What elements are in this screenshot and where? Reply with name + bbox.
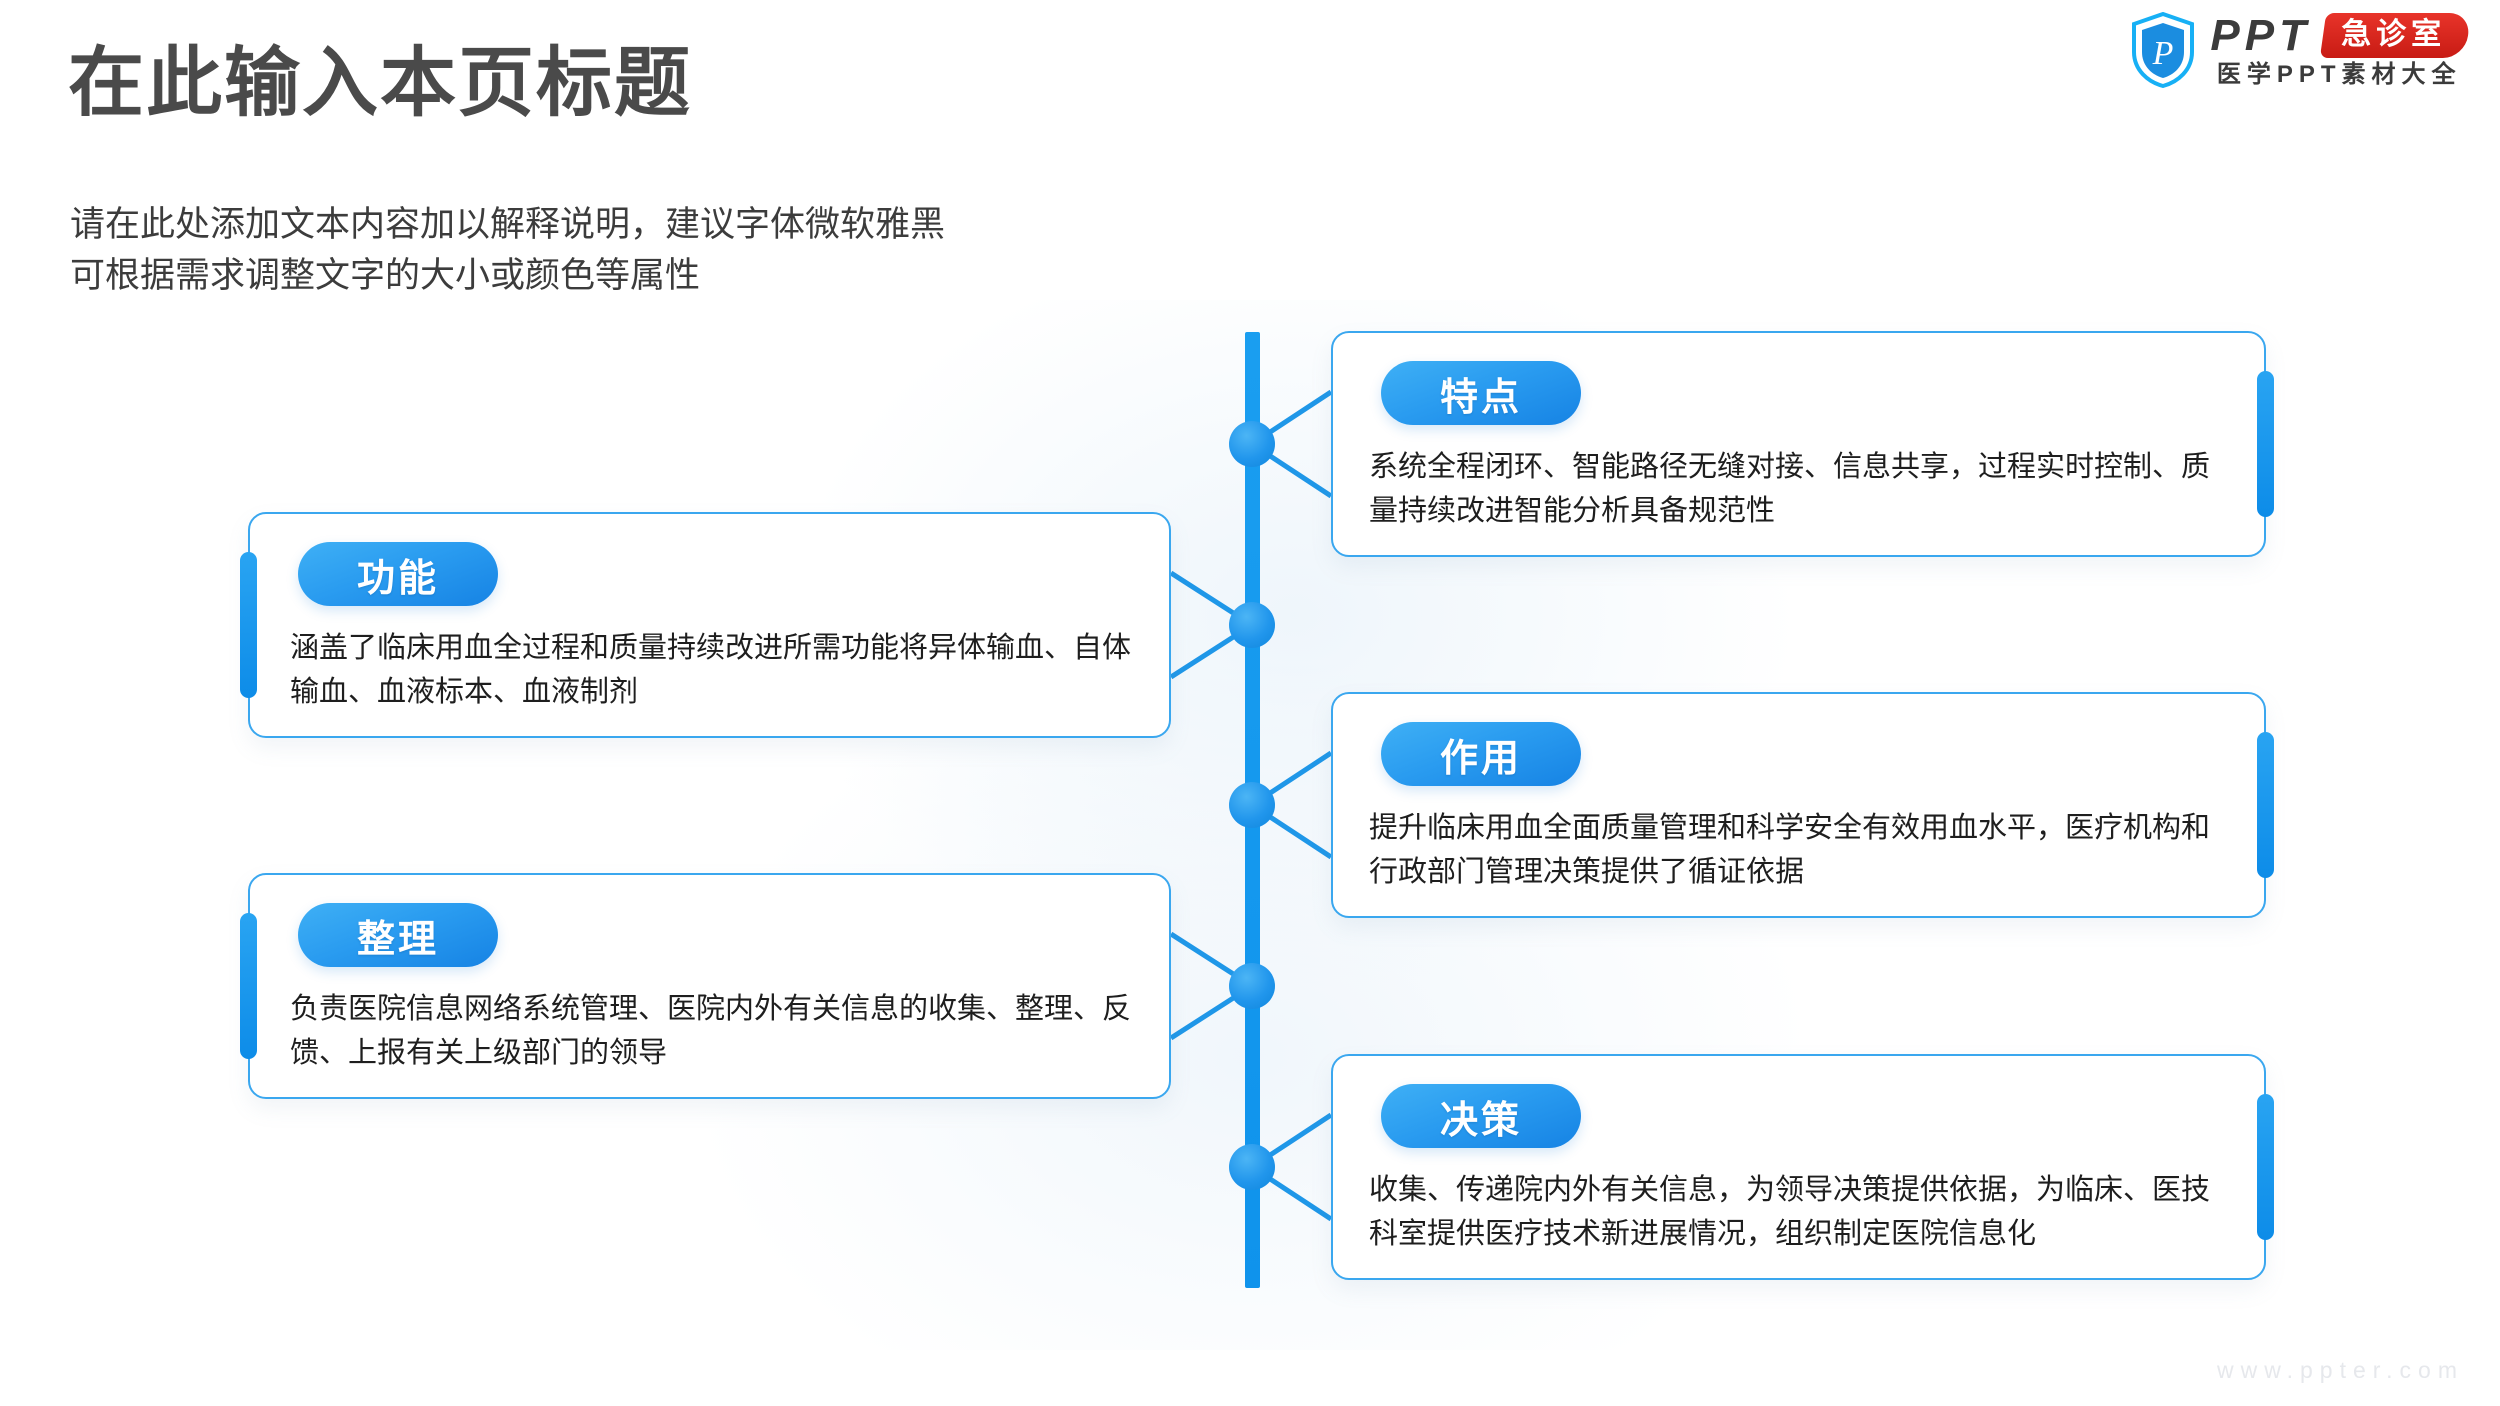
card-accent-bar [240, 552, 257, 698]
shield-icon: P [2132, 12, 2195, 88]
footer-watermark: www.ppter.com [2217, 1357, 2464, 1383]
card-gongneng[interactable]: 功能 涵盖了临床用血全过程和质量持续改进所需功能将异体输血、自体输血、血液标本、… [240, 512, 1171, 738]
timeline-node-4[interactable] [1229, 963, 1275, 1009]
logo-text-block: PPT 急诊室 医学PPT素材大全 [2210, 10, 2472, 88]
card-badge[interactable]: 作用 [1381, 722, 1581, 786]
logo-badge-label: 急诊室 [2341, 18, 2447, 52]
card-juece[interactable]: 决策 收集、传递院内外有关信息，为领导决策提供依据，为临床、医技科室提供医疗技术… [1331, 1054, 2274, 1280]
timeline-node-3[interactable] [1229, 782, 1275, 828]
logo-badge: 急诊室 [2319, 13, 2472, 59]
card-body-text: 收集、传递院内外有关信息，为领导决策提供依据，为临床、医技科室提供医疗技术新进展… [1369, 1174, 2211, 1251]
card-badge[interactable]: 决策 [1381, 1084, 1581, 1148]
page-subtitle: 请在此处添加文本内容加以解释说明，建议字体微软雅黑 可根据需求调整文字的大小或颜… [70, 205, 946, 295]
timeline-node-5[interactable] [1229, 1144, 1275, 1190]
card-body-text: 系统全程闭环、智能路径无缝对接、信息共享，过程实时控制、质量持续改进智能分析具备… [1369, 451, 2211, 528]
timeline-node-1[interactable] [1229, 421, 1275, 467]
card-badge[interactable]: 功能 [298, 542, 498, 606]
card-body-text: 提升临床用血全面质量管理和科学安全有效用血水平，医疗机构和行政部门管理决策提供了… [1369, 812, 2211, 889]
card-badge[interactable]: 特点 [1381, 361, 1581, 425]
card-accent-bar [2257, 732, 2274, 878]
card-zhengli[interactable]: 整理 负责医院信息网络系统管理、医院内外有关信息的收集、整理、反馈、上报有关上级… [240, 873, 1171, 1099]
timeline-node-2[interactable] [1229, 602, 1275, 648]
logo-wordmark: PPT [2210, 10, 2311, 60]
card-badge[interactable]: 整理 [298, 903, 498, 967]
card-body-text: 负责医院信息网络系统管理、医院内外有关信息的收集、整理、反馈、上报有关上级部门的… [290, 993, 1132, 1070]
svg-text:P: P [2152, 35, 2174, 72]
card-accent-bar [240, 913, 257, 1059]
brand-logo: P PPT 急诊室 医学PPT素材大全 [2130, 10, 2472, 88]
logo-tagline: 医学PPT素材大全 [2216, 60, 2462, 88]
card-accent-bar [2257, 371, 2274, 517]
card-zuoyong[interactable]: 作用 提升临床用血全面质量管理和科学安全有效用血水平，医疗机构和行政部门管理决策… [1331, 692, 2274, 918]
page-title: 在此输入本页标题 [68, 41, 692, 126]
card-tedian[interactable]: 特点 系统全程闭环、智能路径无缝对接、信息共享，过程实时控制、质量持续改进智能分… [1331, 331, 2274, 557]
card-accent-bar [2257, 1094, 2274, 1240]
card-body-text: 涵盖了临床用血全过程和质量持续改进所需功能将异体输血、自体输血、血液标本、血液制… [290, 632, 1132, 709]
